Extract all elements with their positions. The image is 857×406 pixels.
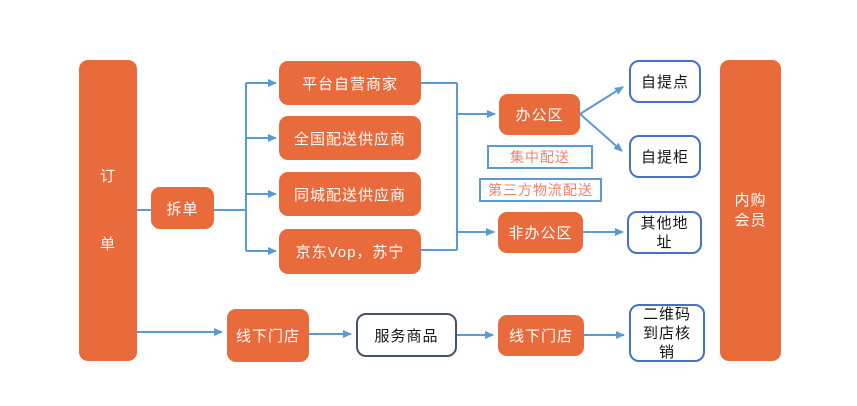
offline-store-1-label: 线下门店	[235, 328, 300, 345]
pickup-point-node: 自提点	[629, 60, 701, 103]
pickup-locker-node: 自提柜	[629, 135, 701, 178]
order-node-char-2: 单	[99, 235, 116, 253]
office-area-label: 办公区	[515, 107, 564, 124]
third-party-logistics-label: 第三方物流配送	[488, 182, 593, 198]
internal-member-line-2: 会员	[734, 211, 767, 229]
city-supplier-label: 同城配送供应商	[293, 186, 406, 204]
order-node: 订 单	[79, 60, 137, 361]
platform-merchant-node: 平台自营商家	[279, 61, 421, 105]
offline-store-node-1: 线下门店	[227, 309, 309, 362]
service-goods-node: 服务商品	[356, 313, 457, 357]
non-office-area-label: 非办公区	[508, 225, 573, 242]
office-area-node: 办公区	[499, 94, 580, 135]
internal-member-node: 内购 会员	[720, 60, 781, 361]
pickup-point-label: 自提点	[640, 74, 689, 91]
order-node-char-1: 订	[99, 167, 116, 185]
central-delivery-tag: 集中配送	[487, 145, 593, 169]
service-goods-label: 服务商品	[374, 327, 439, 345]
pickup-locker-label: 自提柜	[640, 149, 689, 166]
non-office-area-node: 非办公区	[498, 212, 583, 253]
qr-verification-node: 二维码到店核销	[629, 304, 705, 362]
qr-verification-label: 二维码到店核销	[642, 305, 691, 361]
other-address-node: 其他地址	[627, 211, 702, 254]
internal-member-line-1: 内购	[734, 191, 767, 209]
offline-store-2-label: 线下门店	[508, 328, 573, 345]
split-order-node: 拆单	[151, 187, 214, 229]
national-supplier-label: 全国配送供应商	[293, 130, 406, 148]
national-supplier-node: 全国配送供应商	[279, 116, 421, 160]
city-supplier-node: 同城配送供应商	[279, 172, 421, 216]
jd-suning-node: 京东Vop，苏宁	[279, 229, 421, 274]
split-order-label: 拆单	[166, 200, 199, 218]
jd-suning-label: 京东Vop，苏宁	[295, 244, 405, 261]
central-delivery-label: 集中配送	[510, 149, 570, 165]
offline-store-node-2: 线下门店	[498, 315, 584, 356]
other-address-label: 其他地址	[640, 214, 689, 251]
platform-merchant-label: 平台自营商家	[301, 75, 398, 93]
third-party-logistics-tag: 第三方物流配送	[479, 178, 602, 202]
